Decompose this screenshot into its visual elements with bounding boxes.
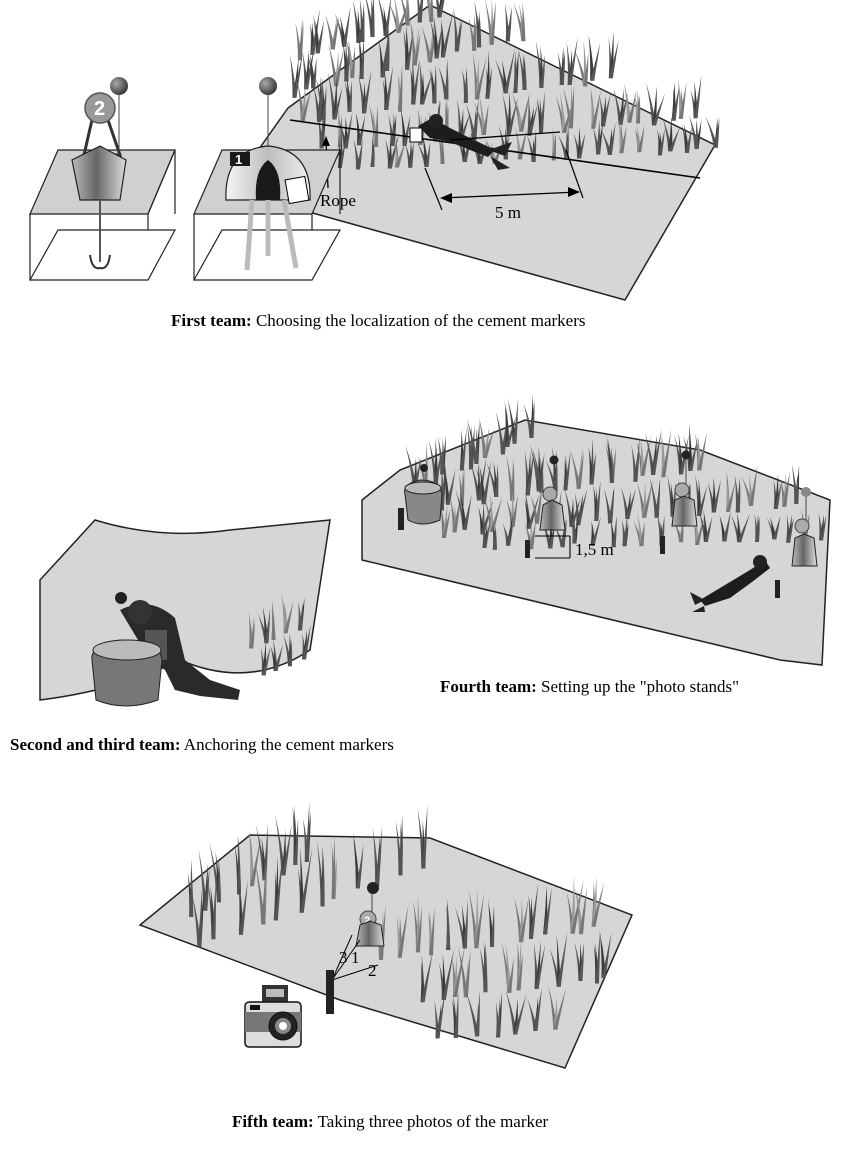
caption-first-team-title: First team: xyxy=(171,311,252,330)
buoy-icon xyxy=(259,77,277,95)
distance-label-1-5m: 1,5 m xyxy=(575,540,614,559)
photo-angle-1: 1 xyxy=(351,948,360,967)
buoy-icon xyxy=(110,77,128,95)
marker-b-number: 1 xyxy=(235,152,242,167)
buoy-icon xyxy=(115,592,127,604)
photo-stand-post xyxy=(326,970,334,1014)
buoy-icon xyxy=(367,882,379,894)
caption-fifth-team-text: Taking three photos of the marker xyxy=(314,1112,549,1131)
caption-fourth-team-title: Fourth team: xyxy=(440,677,537,696)
caption-second-third-team-title: Second and third team: xyxy=(10,735,180,754)
marker-a-number: 2 xyxy=(94,98,105,120)
caption-first-team-text: Choosing the localization of the cement … xyxy=(252,311,586,330)
caption-first-team: First team: Choosing the localization of… xyxy=(171,311,585,331)
cement-bag xyxy=(92,640,162,706)
caption-fourth-team-text: Setting up the "photo stands" xyxy=(537,677,739,696)
panel-fourth-team: 1,5 m xyxy=(362,395,830,665)
panel-second-third-team: 2 1 xyxy=(30,77,340,706)
caption-second-third-team: Second and third team: Anchoring the cem… xyxy=(10,735,394,755)
caption-second-third-team-text: Anchoring the cement markers xyxy=(180,735,393,754)
photo-angle-2: 2 xyxy=(368,961,377,980)
cement-marker-cone: 2 xyxy=(30,77,175,280)
caption-fifth-team-title: Fifth team: xyxy=(232,1112,314,1131)
anchoring-scene xyxy=(40,520,330,706)
distance-label-5m: 5 m xyxy=(495,203,521,222)
camera-icon xyxy=(245,985,301,1047)
caption-fourth-team: Fourth team: Setting up the "photo stand… xyxy=(440,677,739,697)
rope-label: Rope xyxy=(320,191,356,210)
caption-fifth-team: Fifth team: Taking three photos of the m… xyxy=(232,1112,548,1132)
photo-angle-3: 3 xyxy=(339,948,348,967)
panel-fifth-team: 2 3 1 2 xyxy=(140,802,632,1068)
